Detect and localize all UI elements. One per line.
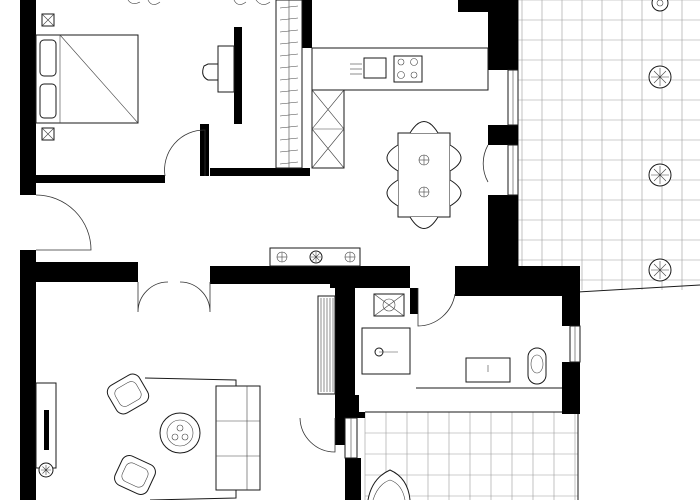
chair [409, 216, 439, 229]
armchair [114, 455, 156, 495]
plant-icon [648, 163, 672, 187]
wall-bath-south [335, 412, 365, 418]
bathroom [317, 293, 562, 395]
wall-bath-corner [335, 395, 359, 415]
dining-table [397, 132, 451, 218]
chair [409, 121, 439, 134]
terrace-deck [518, 0, 700, 292]
wall-living-east [335, 415, 347, 445]
wall-balcony-west [345, 458, 361, 500]
grid-line [279, 5, 299, 9]
grid-line [279, 53, 299, 57]
plant-icon [648, 258, 672, 282]
plant-icon [38, 462, 54, 478]
grid-line [279, 113, 299, 117]
radiator [317, 295, 336, 395]
toilet [527, 347, 547, 385]
table-settings [418, 154, 430, 198]
terrace-tile-grid [518, 0, 700, 290]
hallway [269, 247, 361, 267]
pillow [39, 39, 57, 77]
washing-machine-icon [373, 293, 405, 317]
tv [44, 410, 49, 450]
door-living-left [137, 281, 169, 313]
door-balcony [299, 417, 336, 453]
sofa [215, 385, 261, 491]
windows [344, 69, 581, 459]
counter [311, 47, 489, 91]
bedroom [35, 0, 303, 169]
wall-bedroom-south [20, 175, 165, 183]
wall-bath-west [335, 266, 355, 416]
walls [20, 0, 580, 500]
wall-bath-divider [410, 288, 418, 314]
wall-left-lower [20, 250, 36, 500]
chair [386, 144, 399, 172]
nightstand-icon [41, 127, 55, 141]
balcony [364, 411, 579, 500]
grid-line [279, 29, 299, 33]
lamp-icon [127, 0, 161, 5]
grid-line [279, 161, 299, 165]
door-living-right [179, 281, 211, 313]
shower [361, 327, 411, 375]
wall-bedroom-jamb [200, 124, 209, 176]
living-room [35, 373, 261, 500]
door-bathroom [417, 288, 456, 327]
cooktop-icon [393, 55, 423, 83]
plant-icon [651, 0, 669, 12]
wall-east-middle [488, 125, 518, 145]
grid-line [279, 65, 299, 69]
terrace [517, 0, 700, 293]
doors [35, 129, 489, 453]
desk-top [217, 45, 235, 93]
grid-line [279, 77, 299, 81]
door-bedroom [164, 129, 206, 177]
wardrobe [275, 0, 303, 169]
wall-bath-east-lower [562, 362, 580, 414]
sink-icon [350, 57, 387, 79]
grid-line [279, 17, 299, 21]
wall-east-upper [488, 0, 518, 70]
balcony-chair [367, 469, 411, 500]
nightstand-icon [41, 13, 55, 27]
kitchen-dining [311, 47, 489, 229]
plant-icon [648, 65, 672, 89]
coffee-table [159, 412, 201, 454]
wall-bath-east-upper [562, 266, 580, 326]
wall-top-stub [458, 0, 478, 12]
armchair [106, 373, 150, 415]
wall-living-north [20, 262, 138, 282]
desk [234, 27, 242, 124]
chair [202, 63, 219, 81]
tall-cabinet [311, 89, 345, 169]
chair [449, 144, 462, 172]
grid-line [279, 101, 299, 105]
grid-line [279, 137, 299, 141]
lamp-icon [309, 250, 323, 264]
grid-line [279, 89, 299, 93]
chair [386, 179, 399, 207]
grid-line [279, 149, 299, 153]
wall-bath-north-2 [455, 266, 580, 296]
wall-living-north-2 [210, 266, 338, 284]
chair [449, 179, 462, 207]
wall-east-lower [488, 195, 518, 275]
door-entrance [35, 194, 92, 251]
grid-line [279, 41, 299, 45]
door-terrace [482, 144, 489, 183]
grid-line [279, 125, 299, 129]
wall-bedroom-south-2 [210, 168, 310, 176]
wall-bedroom-east [302, 0, 312, 48]
pillow [39, 83, 57, 119]
wall-left-upper [20, 0, 36, 195]
plant-icon [233, 0, 271, 5]
